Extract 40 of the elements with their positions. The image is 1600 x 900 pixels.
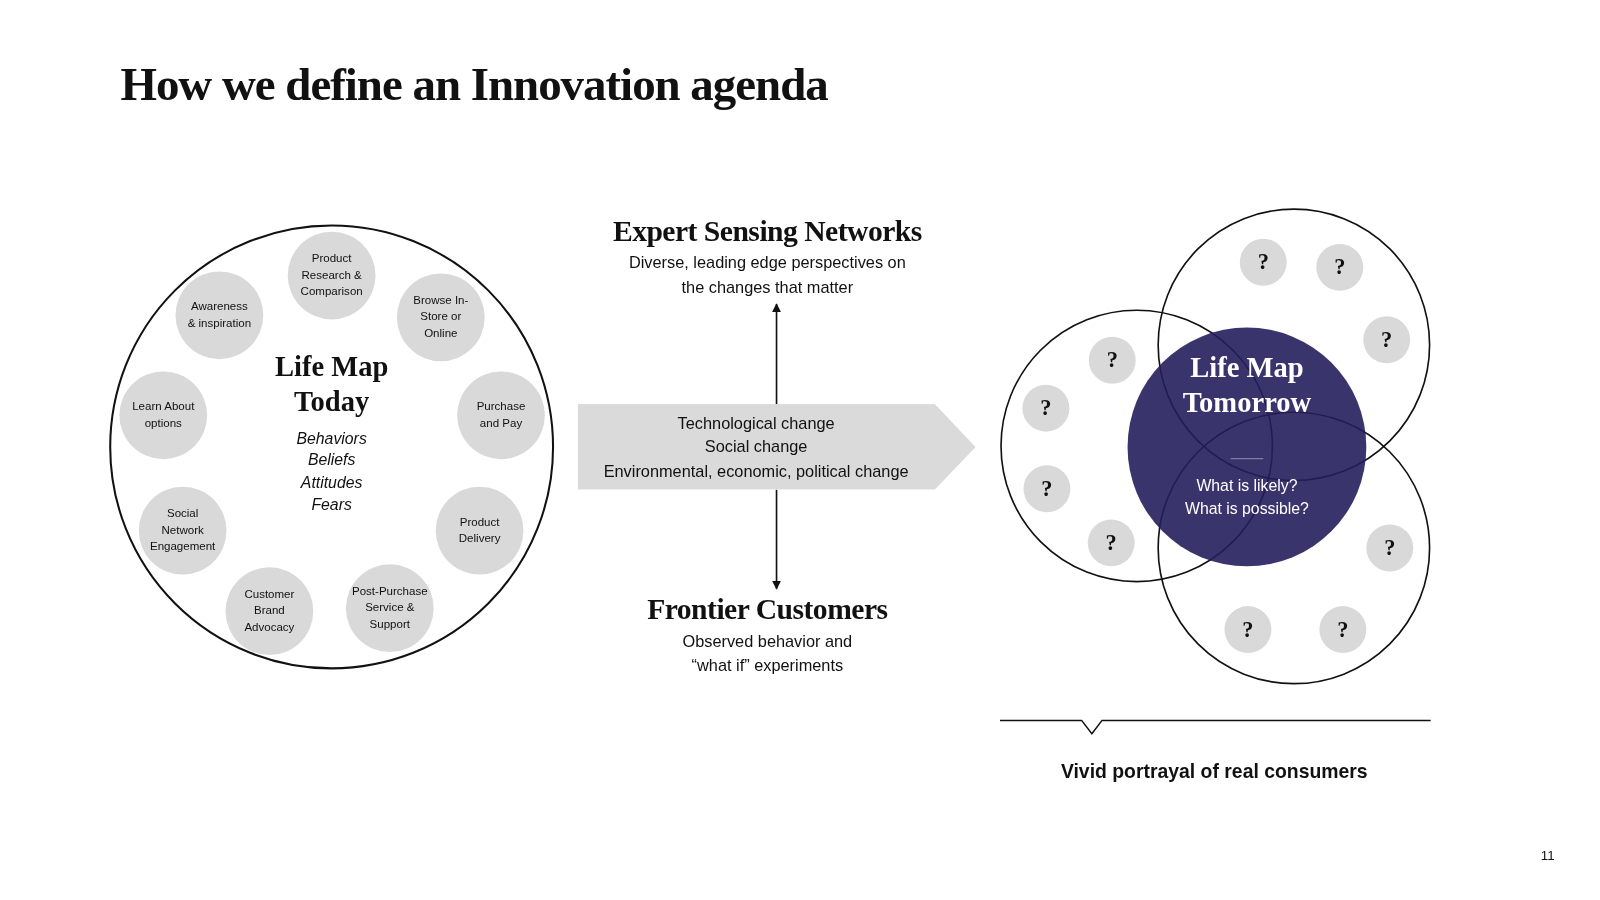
question-circle — [1022, 384, 1070, 432]
question-mark: ? — [1041, 475, 1053, 503]
caption: Vivid portrayal of real consumers — [1059, 760, 1369, 783]
step-label: Purchase and Pay — [475, 399, 527, 431]
step-label: Social Network Engagement — [149, 506, 217, 554]
question-text: What is likely? What is possible? — [1183, 475, 1310, 520]
italic-word-list: Behaviors Beliefs Attitudes Fears — [296, 427, 367, 516]
question-mark: ? — [1384, 534, 1396, 562]
question-mark: ? — [1040, 394, 1052, 422]
change-label: Social change — [703, 437, 809, 458]
map-title: Life Map Today — [273, 348, 390, 419]
step-label: Customer Brand Advocacy — [243, 587, 296, 635]
step-label: Product Delivery — [457, 514, 502, 546]
section-heading: Expert Sensing Networks — [612, 213, 922, 249]
step-label: Awareness & inspiration — [186, 299, 253, 331]
question-mark: ? — [1242, 616, 1254, 643]
question-mark: ? — [1106, 346, 1118, 374]
section-heading: Frontier Customers — [647, 591, 888, 628]
change-label: Environmental, economic, political change — [602, 461, 910, 482]
arrow — [771, 489, 782, 590]
slide-title: How we define an Innovation agenda — [120, 57, 828, 112]
step-label: Post-Purchase Service & Support — [351, 584, 429, 632]
question-mark: ? — [1257, 249, 1269, 276]
section-description: Observed behavior and “what if” experiments — [681, 631, 854, 677]
question-mark: ? — [1105, 529, 1117, 557]
question-mark: ? — [1337, 616, 1349, 643]
change-label: Technological change — [676, 413, 836, 434]
section-description: Diverse, leading edge perspectives on the changes that matter — [627, 253, 907, 298]
question-mark: ? — [1381, 326, 1393, 354]
question-circle — [1023, 465, 1071, 513]
step-label: Learn About options — [131, 399, 196, 431]
step-label: Browse In-Store or Online — [412, 293, 470, 341]
arrow — [771, 303, 782, 405]
step-label: Product Research & Comparison — [299, 251, 364, 299]
map-title: Life Map Tomorrow — [1181, 350, 1313, 421]
life-map-circle — [109, 224, 555, 670]
page-number: 11 — [1540, 847, 1555, 864]
question-mark: ? — [1334, 254, 1346, 281]
question-circle — [1224, 606, 1272, 654]
question-circle — [1366, 524, 1414, 572]
